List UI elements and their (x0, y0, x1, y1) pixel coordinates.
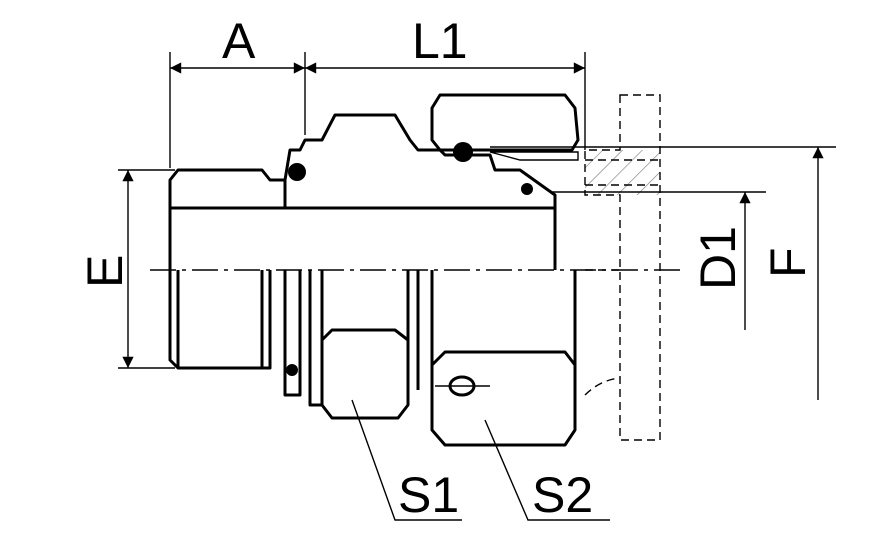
mating-port-dashed (584, 94, 661, 441)
o-ring-lower (286, 364, 298, 376)
external-lower-half (168, 208, 577, 447)
o-ring-cone (521, 183, 533, 195)
o-ring-nut (453, 142, 473, 162)
hex-s2 (430, 270, 577, 447)
cone-insert (489, 151, 579, 161)
dimension-lines (118, 52, 836, 400)
leader-lines (351, 399, 610, 521)
label-s1: S1 (398, 467, 459, 523)
stud-thread-section (168, 168, 287, 210)
label-f: F (760, 247, 816, 278)
hex-s1 (308, 270, 410, 420)
label-l1: L1 (412, 13, 468, 69)
body-section (283, 113, 557, 210)
label-e: E (77, 255, 133, 288)
nut-section (430, 93, 580, 152)
o-ring-stud (288, 163, 306, 181)
label-s2: S2 (532, 467, 593, 523)
label-d1: D1 (690, 226, 746, 290)
section-upper-half (168, 93, 580, 210)
label-a: A (222, 13, 256, 69)
